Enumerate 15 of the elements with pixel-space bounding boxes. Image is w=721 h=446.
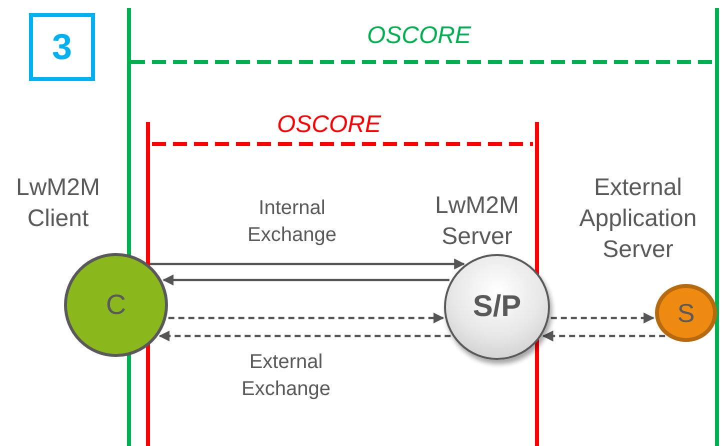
arrow	[162, 274, 450, 286]
client-circle: C	[64, 253, 168, 357]
arrow	[168, 312, 444, 324]
arrow	[542, 330, 666, 342]
node-caption: LwM2M Client	[14, 173, 101, 234]
arrow	[550, 312, 655, 324]
step-number: 3	[29, 13, 95, 81]
arrow	[158, 330, 451, 342]
arrow	[150, 258, 466, 270]
scope-label: OSCORE	[367, 22, 472, 50]
server-circle: S	[655, 284, 717, 342]
server-circle: S/P	[444, 254, 550, 360]
node-caption: External Application Server	[578, 173, 698, 265]
node-caption: LwM2M Server	[434, 191, 520, 252]
scope-label: OSCORE	[277, 111, 382, 139]
